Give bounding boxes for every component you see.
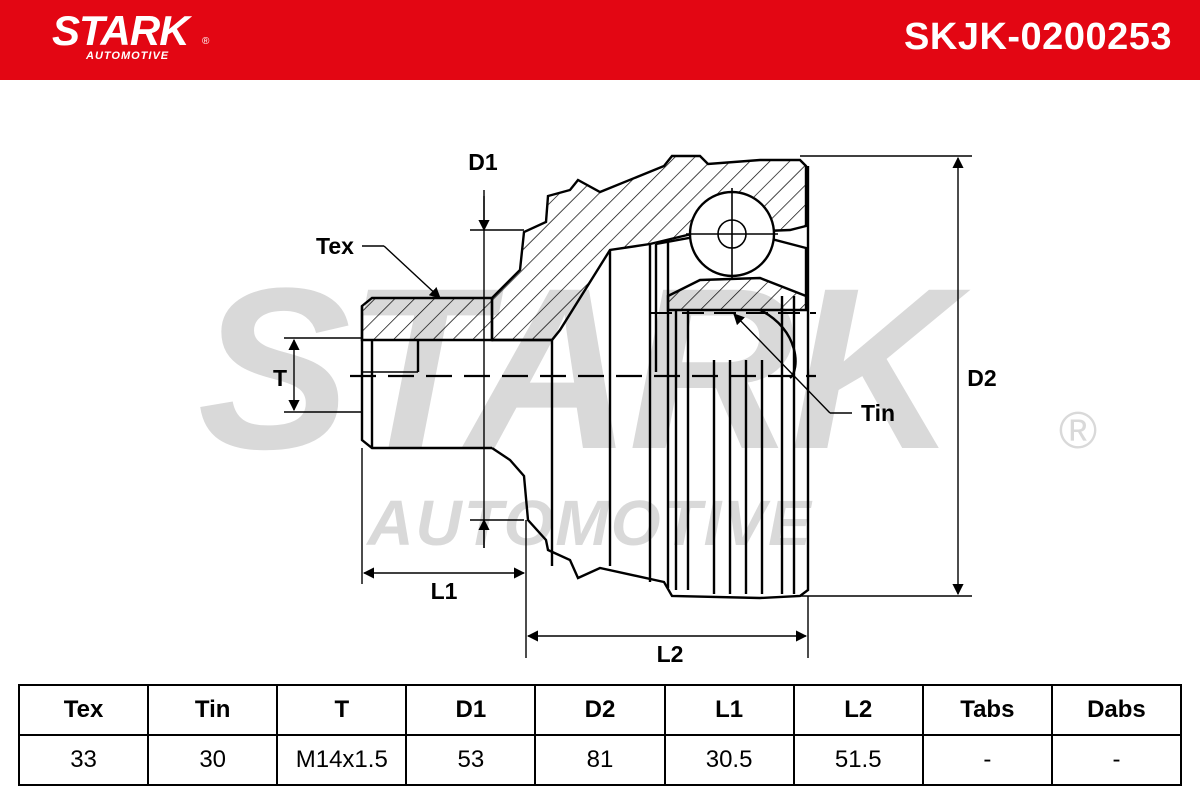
dimension-t [284, 337, 362, 413]
header-l2: L2 [792, 684, 924, 736]
dimension-l2 [526, 596, 809, 658]
logo-sub: AUTOMOTIVE [86, 50, 170, 62]
value-tin: 30 [147, 734, 279, 786]
label-t: T [273, 365, 287, 391]
label-tin: Tin [861, 400, 895, 426]
value-d2: 81 [534, 734, 666, 786]
header-tin: Tin [147, 684, 279, 736]
value-l2: 51.5 [792, 734, 924, 786]
dimension-d1 [470, 190, 524, 548]
watermark-registered-mark: ® [1059, 402, 1097, 460]
header-t: T [276, 684, 408, 736]
value-d1: 53 [405, 734, 537, 786]
joint-housing [490, 154, 810, 600]
stark-logo: STARK AUTOMOTIVE ® [52, 7, 209, 63]
watermark: STARK AUTOMOTIVE ® [197, 240, 1097, 559]
logo-registered-mark: ® [202, 36, 210, 47]
dimension-d2 [800, 155, 972, 597]
header-l1: L1 [663, 684, 795, 736]
label-tex: Tex [316, 233, 354, 259]
value-tabs: - [921, 734, 1053, 786]
label-d1: D1 [468, 149, 498, 175]
spec-value-row: 33 30 M14x1.5 53 81 30.5 51.5 - - [17, 734, 1183, 786]
value-l1: 30.5 [663, 734, 795, 786]
watermark-sub: AUTOMOTIVE [365, 487, 813, 559]
label-d2: D2 [967, 365, 996, 391]
value-dabs: - [1050, 734, 1183, 786]
header-tex: Tex [17, 684, 150, 736]
label-l1: L1 [431, 578, 458, 604]
dimension-l1 [361, 448, 527, 658]
value-t: M14x1.5 [276, 734, 408, 786]
header-d1: D1 [405, 684, 537, 736]
leader-tin [733, 313, 852, 414]
value-tex: 33 [17, 734, 150, 786]
spec-header-row: Tex Tin T D1 D2 L1 L2 Tabs Dabs [17, 684, 1183, 736]
leader-tex [362, 245, 441, 299]
spec-table: Tex Tin T D1 D2 L1 L2 Tabs Dabs 33 30 M1… [17, 684, 1183, 786]
header-d2: D2 [534, 684, 666, 736]
shaft-stem [360, 296, 494, 450]
label-l2: L2 [657, 641, 684, 667]
part-number: SKJK-0200253 [904, 16, 1172, 58]
header-tabs: Tabs [921, 684, 1053, 736]
logo-brand: STARK [52, 7, 190, 54]
header-dabs: Dabs [1050, 684, 1183, 736]
header-bar: STARK AUTOMOTIVE ® SKJK-0200253 [0, 0, 1200, 80]
cv-joint-drawing: STARK AUTOMOTIVE ® [197, 149, 1097, 667]
